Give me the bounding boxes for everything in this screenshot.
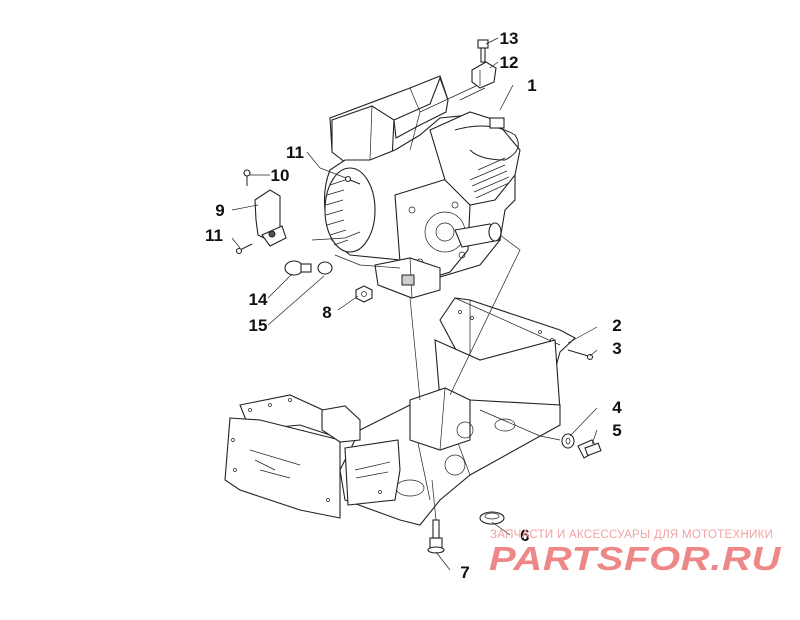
callout-10: 10 bbox=[271, 166, 290, 185]
callout-5: 5 bbox=[612, 421, 621, 440]
callout-6: 6 bbox=[520, 526, 529, 545]
callout-labels: 13 12 1 11 10 9 11 14 15 8 2 3 4 5 6 7 bbox=[205, 29, 622, 582]
leader-lines bbox=[231, 37, 598, 571]
callout-3: 3 bbox=[612, 339, 621, 358]
callout-13: 13 bbox=[500, 29, 519, 48]
screw-11a bbox=[344, 175, 361, 185]
engine-assembly bbox=[323, 75, 521, 299]
bolt-5 bbox=[577, 439, 602, 459]
washer-4 bbox=[561, 433, 575, 449]
callout-4: 4 bbox=[612, 398, 622, 417]
watermark-tagline: ЗАПЧАСТИ И АКСЕССУАРЫ ДЛЯ МОТОТЕХНИКИ bbox=[490, 529, 773, 541]
callout-11-top: 11 bbox=[286, 143, 304, 162]
grommet-6 bbox=[479, 511, 505, 525]
screw-10 bbox=[243, 169, 251, 186]
knob-14 bbox=[284, 260, 312, 276]
callout-11-bottom: 11 bbox=[205, 226, 223, 245]
washer-15 bbox=[317, 261, 333, 275]
callout-12: 12 bbox=[500, 53, 519, 72]
callout-8: 8 bbox=[322, 303, 331, 322]
callout-9: 9 bbox=[215, 201, 224, 220]
bracket-9 bbox=[254, 189, 287, 247]
watermark: ЗАПЧАСТИ И АКСЕССУАРЫ ДЛЯ МОТОТЕХНИКИ PA… bbox=[489, 529, 782, 577]
callout-14: 14 bbox=[249, 290, 268, 309]
callout-7: 7 bbox=[460, 563, 469, 582]
nut-8 bbox=[355, 285, 373, 303]
callout-1: 1 bbox=[527, 76, 536, 95]
engine-base-plate bbox=[224, 297, 576, 526]
bolt-7 bbox=[427, 519, 445, 554]
screw-11b bbox=[235, 243, 253, 255]
bolt-13 bbox=[477, 39, 489, 63]
screw-3 bbox=[567, 349, 594, 361]
callout-15: 15 bbox=[249, 316, 268, 335]
watermark-logo: PARTSFOR.RU bbox=[489, 540, 782, 577]
clip-12 bbox=[471, 61, 497, 89]
callout-2: 2 bbox=[612, 316, 621, 335]
